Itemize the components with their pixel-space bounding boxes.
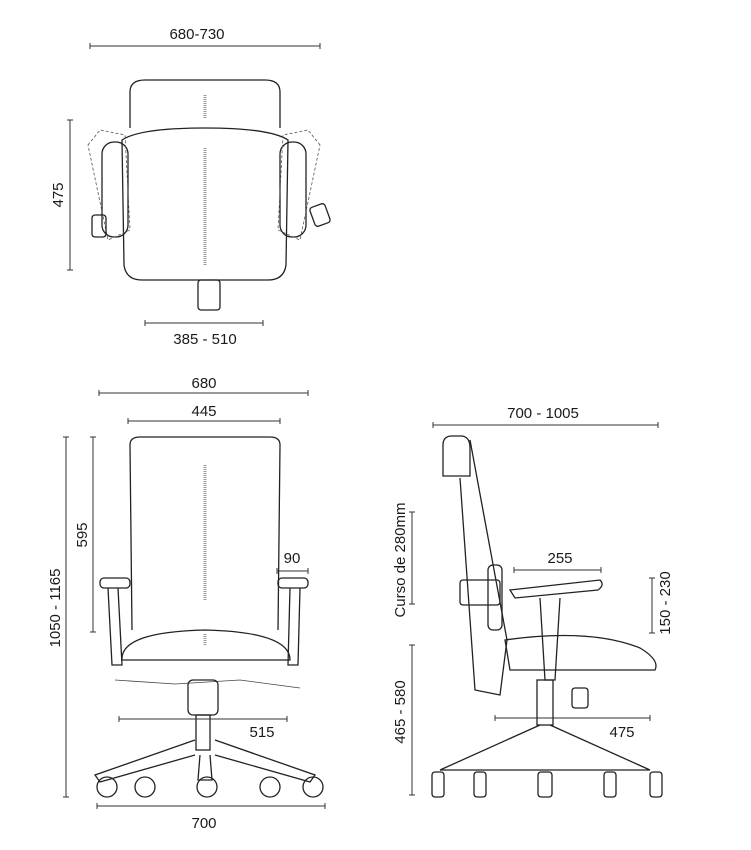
front-view: 680 445 1050 - 1165 595 90 515 <box>47 375 326 832</box>
dim-arm-length: 255 <box>513 550 602 573</box>
dim-label-seat-width: 385 - 510 <box>173 331 236 348</box>
dim-label-total-height: 1050 - 1165 <box>47 569 64 648</box>
dim-arm-width: 90 <box>276 550 309 574</box>
dim-seat-height: 465 - 580 <box>392 644 415 796</box>
dim-label-back-height: 595 <box>74 522 91 547</box>
dim-top-depth: 475 <box>50 119 73 271</box>
dim-label-arm-length: 255 <box>547 550 572 567</box>
side-chair-outline <box>431 435 663 798</box>
dim-base-width: 700 <box>96 803 326 832</box>
dim-seat-width: 385 - 510 <box>144 320 264 348</box>
dim-label-arm-height: 150 - 230 <box>657 571 674 634</box>
dim-label-back-width: 445 <box>191 403 216 420</box>
top-chair-outline <box>87 79 331 311</box>
dim-label-top-depth: 475 <box>50 182 67 207</box>
dim-label-backrest-travel: Curso de 280mm <box>392 502 409 617</box>
dim-label-arm-width: 90 <box>284 550 301 567</box>
dim-label-seat-span: 515 <box>249 724 274 741</box>
dim-label-top-width: 680-730 <box>169 26 224 43</box>
dim-backrest-travel: Curso de 280mm <box>392 502 415 618</box>
dim-back-height: 595 <box>74 436 96 633</box>
dim-seat-depth: 475 <box>494 715 651 741</box>
dim-top-width: 680-730 <box>89 26 321 49</box>
dim-total-height: 1050 - 1165 <box>47 436 69 798</box>
dim-seat-span: 515 <box>118 716 288 741</box>
dim-label-side-depth: 700 - 1005 <box>507 405 579 422</box>
top-view: 680-730 475 385 - 510 <box>50 26 331 348</box>
dim-label-seat-depth: 475 <box>609 724 634 741</box>
dim-side-depth: 700 - 1005 <box>432 405 659 428</box>
dim-label-seat-height: 465 - 580 <box>392 680 409 743</box>
dim-label-overall-width: 680 <box>191 375 216 392</box>
side-view: 700 - 1005 Curso de 280mm 255 150 - 230 … <box>392 405 674 798</box>
dim-label-base-width: 700 <box>191 815 216 832</box>
front-chair-outline <box>93 436 324 798</box>
dim-front-overall-width: 680 <box>98 375 309 396</box>
dim-arm-height: 150 - 230 <box>649 571 674 635</box>
dim-back-width: 445 <box>127 403 281 424</box>
